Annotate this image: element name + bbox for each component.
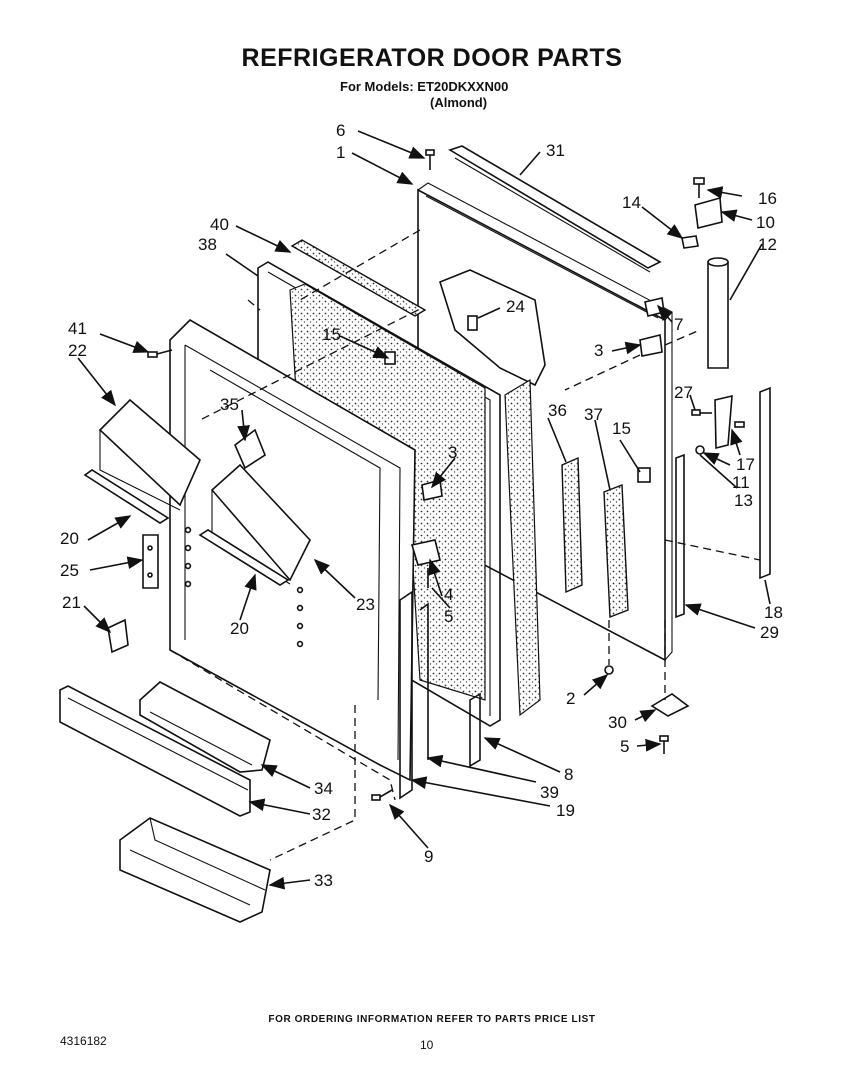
liner-holes xyxy=(184,526,304,648)
callout-12: 12 xyxy=(758,235,777,254)
handle-cap-10-icon xyxy=(694,196,723,229)
callout-3b: 3 xyxy=(448,443,457,462)
callout-13: 13 xyxy=(734,491,753,510)
foam-block-36 xyxy=(561,456,583,594)
screw-9-icon xyxy=(371,789,393,801)
document-number: 4316182 xyxy=(60,1034,107,1048)
callout-11: 11 xyxy=(732,473,750,492)
clip-14-icon xyxy=(681,235,699,249)
callout-7: 7 xyxy=(674,315,683,334)
handle-bracket-17-icon xyxy=(695,394,745,455)
callout-33: 33 xyxy=(314,871,333,890)
callout-3a: 3 xyxy=(594,341,603,360)
clip-21 xyxy=(107,618,129,654)
callout-38: 38 xyxy=(198,235,217,254)
top-trim-31 xyxy=(448,145,662,273)
page-title: REFRIGERATOR DOOR PARTS xyxy=(241,44,623,72)
callout-37: 37 xyxy=(584,405,603,424)
callout-41: 41 xyxy=(68,319,87,338)
callout-19: 19 xyxy=(556,801,575,820)
callout-40: 40 xyxy=(210,215,229,234)
alignment-lines xyxy=(169,229,761,861)
callout-2: 2 xyxy=(566,689,575,708)
foam-block-37 xyxy=(603,483,629,619)
callout-14: 14 xyxy=(622,193,641,212)
door-gasket-40 xyxy=(290,239,427,317)
handle-12 xyxy=(707,257,729,369)
leader-lines xyxy=(77,130,771,890)
screw-27-icon xyxy=(691,409,712,416)
cap-7-icon xyxy=(644,297,665,317)
callout-labels: 6 1 31 16 14 10 12 40 38 24 7 41 15 22 3… xyxy=(60,121,783,890)
callout-27: 27 xyxy=(674,383,693,402)
callout-15b: 15 xyxy=(612,419,631,438)
screw-5-icon xyxy=(659,735,669,754)
callout-34: 34 xyxy=(314,779,333,798)
page-number: 10 xyxy=(420,1038,434,1052)
ordering-info-note: FOR ORDERING INFORMATION REFER TO PARTS … xyxy=(268,1014,596,1025)
callout-32: 32 xyxy=(312,805,331,824)
callout-20b: 20 xyxy=(230,619,249,638)
callout-5a: 5 xyxy=(444,607,453,626)
bracket-25 xyxy=(142,534,159,589)
callout-16: 16 xyxy=(758,189,777,208)
butter-compartment-22 xyxy=(83,398,201,524)
gasket-strips xyxy=(399,590,481,800)
shelf-trim-32 xyxy=(59,685,251,817)
handle-trim-18 xyxy=(759,386,771,580)
color-label: (Almond) xyxy=(430,95,488,110)
callout-9: 9 xyxy=(424,847,433,866)
callout-39: 39 xyxy=(540,783,559,802)
callout-5b: 5 xyxy=(620,737,629,756)
dairy-door-23 xyxy=(198,463,311,586)
callout-23: 23 xyxy=(356,595,375,614)
door-bin-33 xyxy=(119,817,271,923)
callout-20a: 20 xyxy=(60,529,79,548)
callout-15a: 15 xyxy=(322,325,341,344)
callout-36: 36 xyxy=(548,401,567,420)
screw-6-icon xyxy=(425,149,435,170)
foam-insert-24 xyxy=(439,269,546,387)
callout-10: 10 xyxy=(756,213,775,232)
screw-16-icon xyxy=(693,177,705,198)
bottom-hinge-30-icon xyxy=(650,693,690,717)
callout-25: 25 xyxy=(60,561,79,580)
screw-2-icon xyxy=(604,665,614,675)
callout-22: 22 xyxy=(68,341,87,360)
callout-8: 8 xyxy=(564,765,573,784)
callout-31: 31 xyxy=(546,141,565,160)
screw-41-icon xyxy=(147,349,173,358)
callout-21: 21 xyxy=(62,593,81,612)
callout-24: 24 xyxy=(506,297,525,316)
strip-29 xyxy=(675,453,685,619)
callout-17: 17 xyxy=(736,455,755,474)
callout-6: 6 xyxy=(336,121,345,140)
callout-29: 29 xyxy=(760,623,779,642)
callout-1: 1 xyxy=(336,143,345,162)
callout-4: 4 xyxy=(444,585,453,604)
callout-35: 35 xyxy=(220,395,239,414)
callout-30: 30 xyxy=(608,713,627,732)
callout-18: 18 xyxy=(764,603,783,622)
models-label: For Models: ET20DKXXN00 xyxy=(340,79,509,94)
